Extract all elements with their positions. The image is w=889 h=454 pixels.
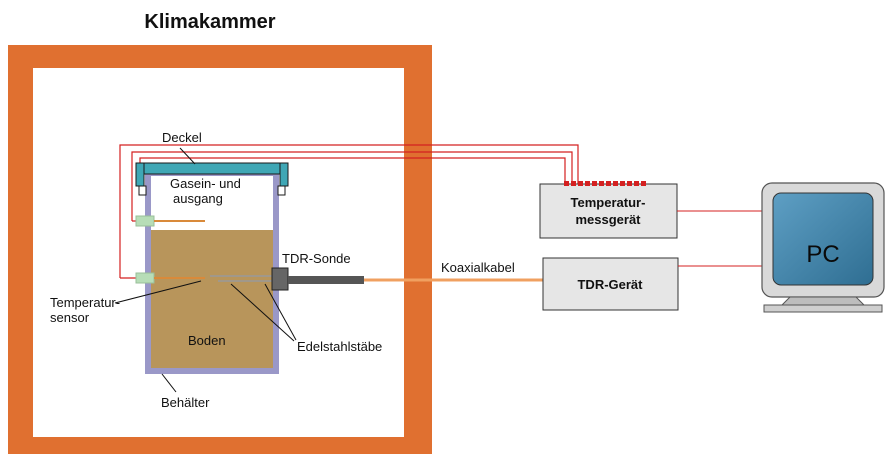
tdr-device: TDR-Gerät: [542, 257, 679, 311]
leader-behaelter: [161, 373, 177, 393]
probe-head: [271, 267, 289, 291]
leader-edelstahl-2: [264, 283, 297, 341]
sensor-bottom-gland: [135, 272, 155, 284]
soil-fill: [151, 230, 273, 368]
label-koaxialkabel: Koaxialkabel: [441, 260, 515, 275]
lid-left-flange: [135, 162, 145, 187]
leader-temp-sensor: [114, 280, 202, 304]
pc-label: PC: [806, 241, 839, 268]
tdr-probe: [210, 267, 364, 291]
sensor-top-gland: [135, 215, 155, 227]
tdr-device-label: TDR-Gerät: [577, 277, 643, 292]
gas-port-right: [277, 185, 286, 196]
temperature-device: Temperatur- messgerät: [539, 181, 678, 239]
label-gas-1: Gasein- und: [170, 176, 241, 191]
wire-middle: [131, 151, 573, 221]
label-gas-2: ausgang: [173, 191, 223, 206]
label-tdr-sonde: TDR-Sonde: [282, 251, 351, 266]
lid: [135, 162, 289, 196]
chamber-title: Klimakammer: [144, 11, 275, 33]
gas-port-left: [138, 185, 147, 196]
label-behaelter: Behälter: [161, 395, 210, 410]
temperature-sensors: [135, 215, 205, 284]
label-edelstahl: Edelstahlstäbe: [297, 339, 382, 354]
leader-edelstahl-1: [230, 283, 295, 342]
wire-outer: [119, 144, 579, 278]
label-boden: Boden: [188, 333, 226, 348]
temp-device-label-2: messgerät: [575, 212, 641, 227]
label-temp-sensor-2: sensor: [50, 310, 90, 325]
pc-monitor-icon: PC: [761, 182, 885, 313]
lid-top: [135, 162, 289, 175]
connector-pins: [564, 181, 646, 186]
label-deckel: Deckel: [162, 130, 202, 145]
container: [145, 170, 279, 374]
leader-deckel: [179, 147, 196, 165]
temp-device-label-1: Temperatur-: [571, 195, 646, 210]
label-temp-sensor-1: Temperatur-: [50, 295, 120, 310]
probe-shaft: [288, 276, 364, 284]
lid-right-flange: [279, 162, 289, 187]
